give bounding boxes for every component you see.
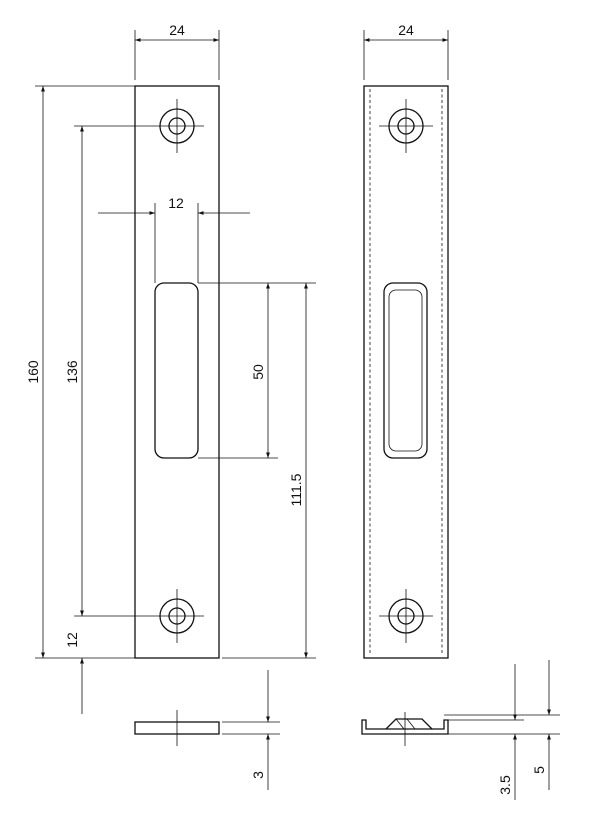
dim-slot-width: 12 — [168, 195, 184, 211]
side-view — [363, 85, 449, 659]
front-view — [134, 85, 220, 659]
front-plate-outline — [134, 85, 220, 659]
side-section — [361, 712, 449, 746]
side-bottom-screw-hole — [379, 589, 433, 643]
side-latch-slot — [383, 282, 428, 459]
dim-slot-height: 50 — [250, 364, 266, 380]
side-plate-outline — [363, 85, 449, 659]
dim-front-width: 24 — [169, 22, 185, 38]
front-section — [134, 710, 220, 746]
dim-overall-height: 160 — [25, 360, 41, 384]
bottom-screw-hole — [150, 589, 204, 643]
dim-side-width: 24 — [398, 22, 414, 38]
dim-side-lip: 3.5 — [497, 775, 513, 795]
dimension-lines — [35, 30, 560, 800]
top-screw-hole — [150, 99, 204, 153]
side-top-screw-hole — [379, 99, 433, 153]
dim-slot-position: 111.5 — [288, 473, 304, 506]
dim-hole-spacing: 136 — [64, 360, 80, 384]
latch-slot — [154, 282, 199, 459]
dim-thickness: 3 — [250, 771, 266, 779]
dim-side-depth: 5 — [531, 766, 547, 774]
dim-hole-offset: 12 — [64, 632, 80, 648]
